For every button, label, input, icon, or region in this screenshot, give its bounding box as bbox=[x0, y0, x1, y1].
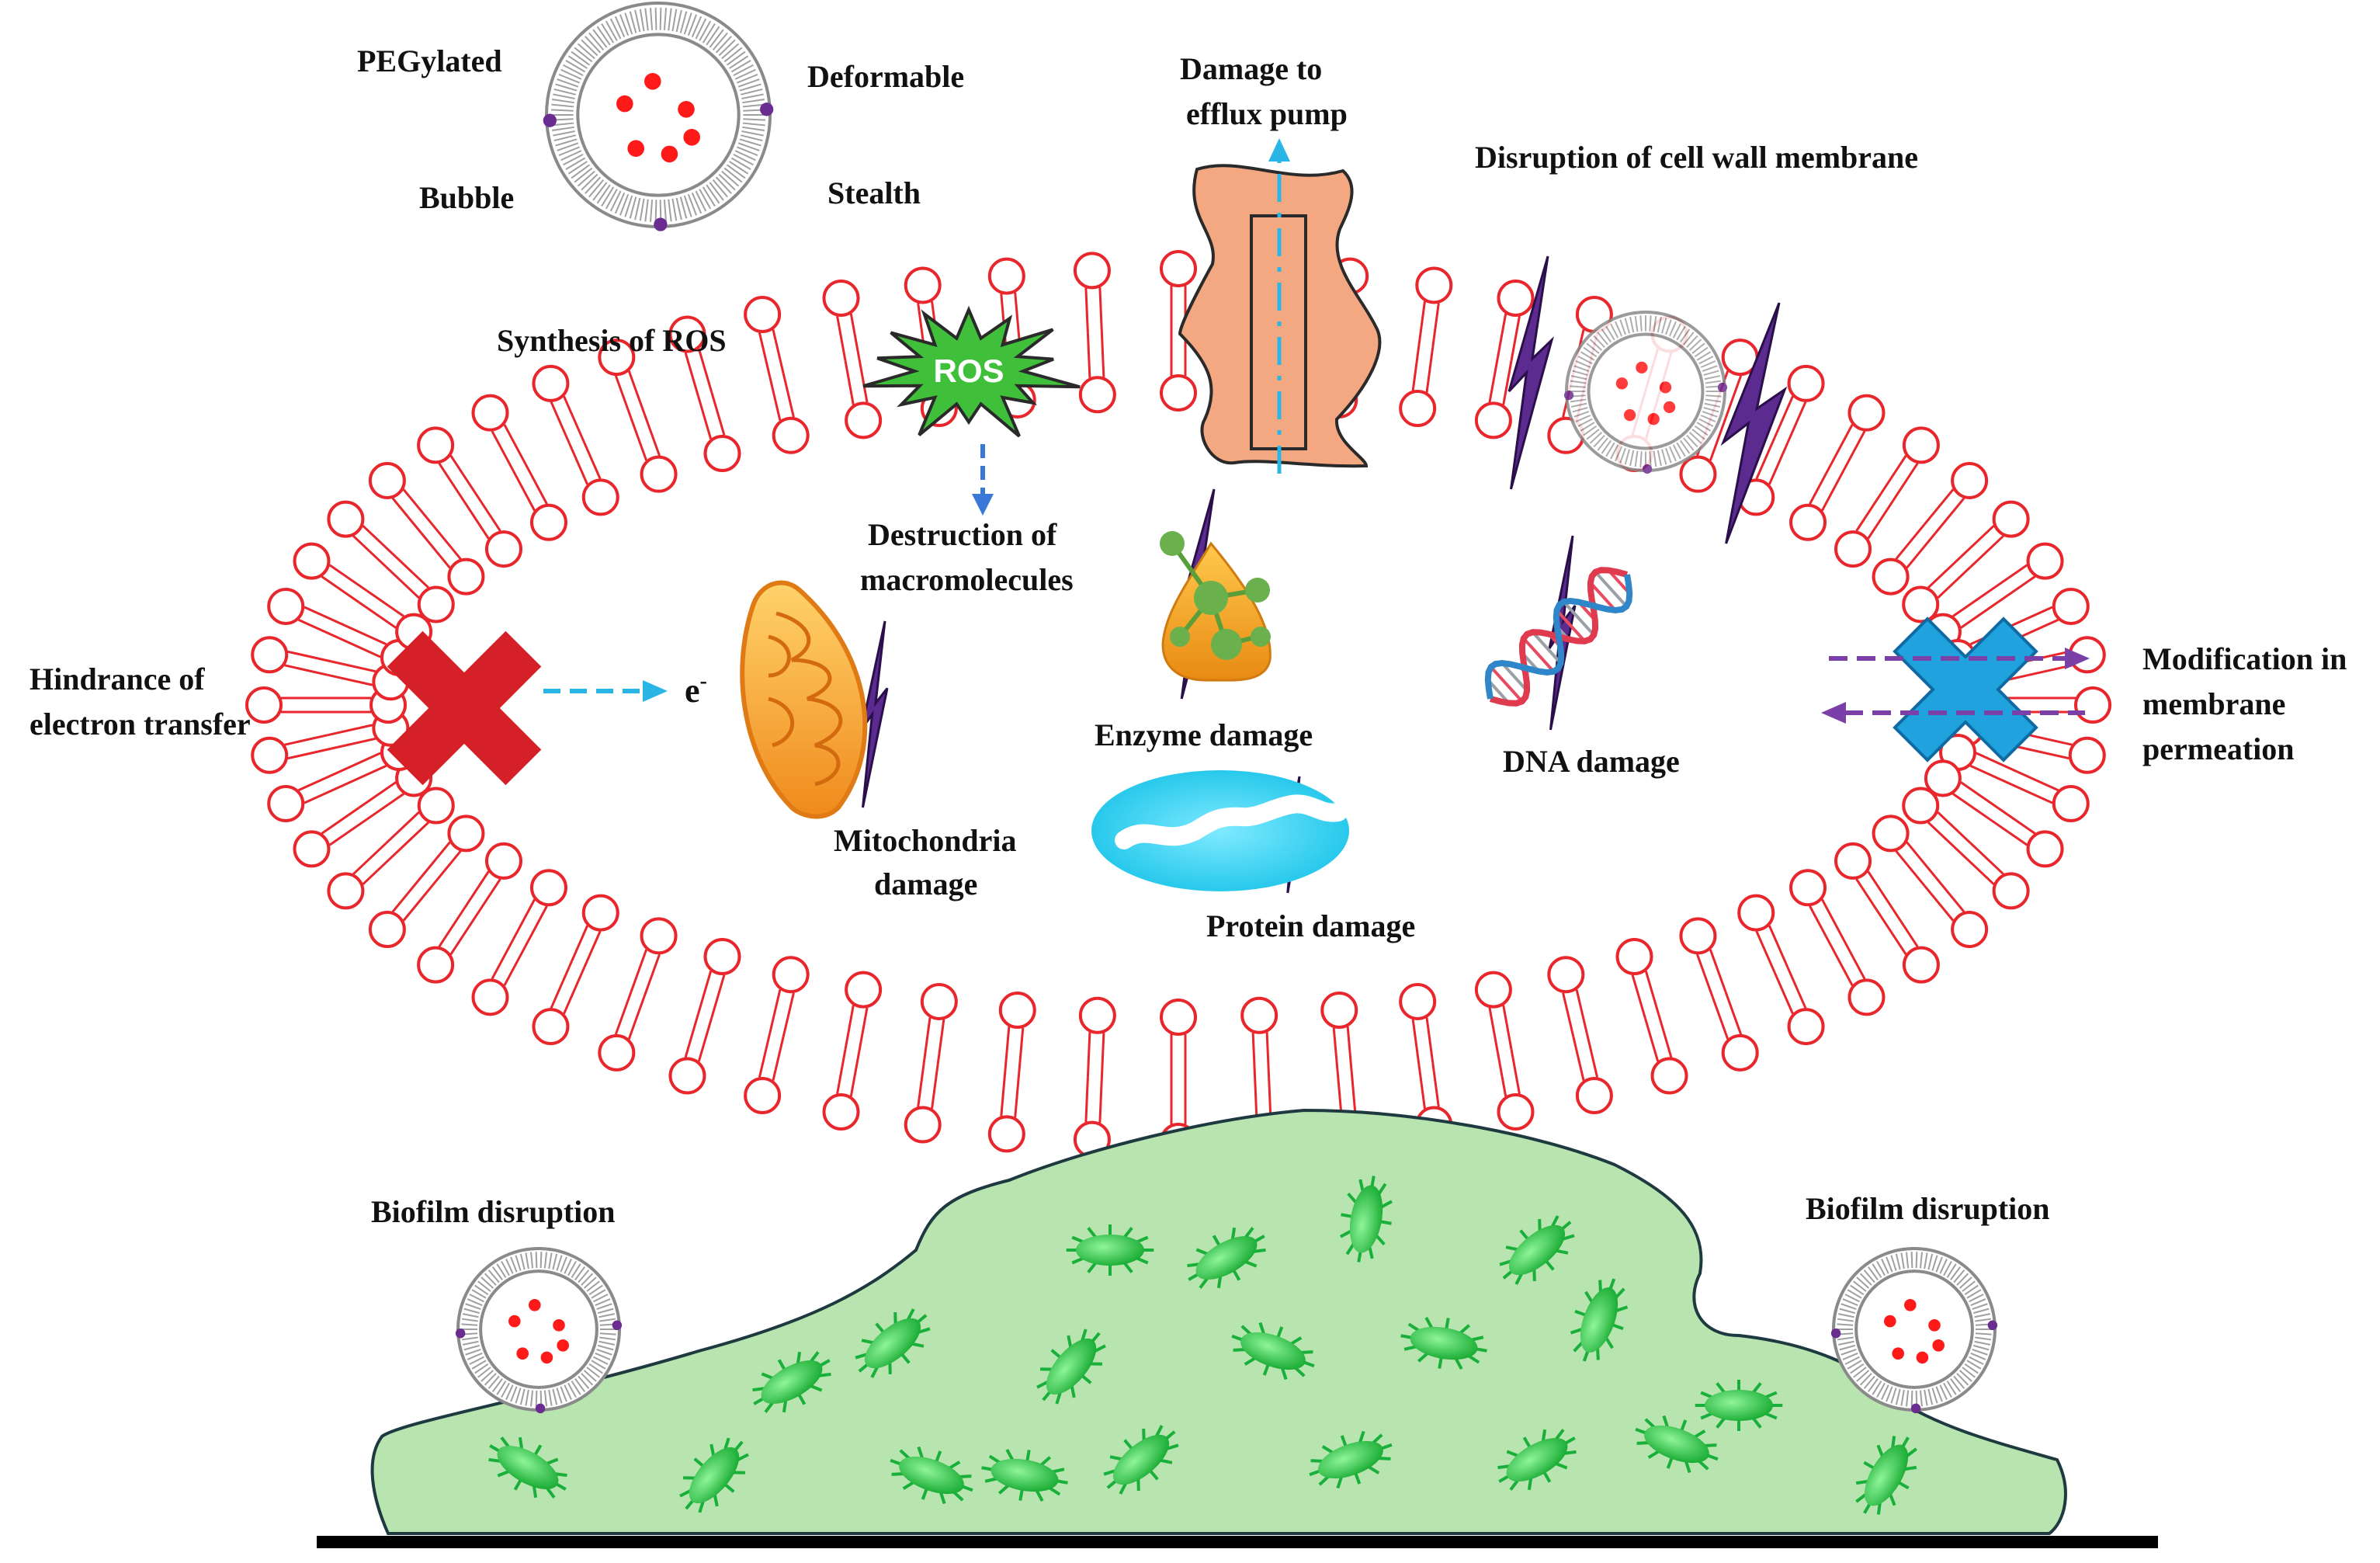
label-dna-damage: DNA damage bbox=[1503, 744, 1680, 779]
label-hindrance-2: electron transfer bbox=[29, 707, 251, 742]
bacterium-icon bbox=[1570, 1278, 1629, 1362]
label-mitochondria-2: damage bbox=[874, 867, 977, 901]
label-mitochondria-1: Mitochondria bbox=[834, 823, 1017, 858]
label-modification-1: Modification in bbox=[2142, 641, 2347, 676]
bacterium-icon bbox=[1309, 1430, 1393, 1489]
label-ros: ROS bbox=[933, 353, 1004, 389]
lightning-bolt-icon bbox=[1507, 255, 1554, 490]
liposome-membrane-fusion bbox=[1563, 311, 1728, 474]
bacterium-icon bbox=[1855, 1436, 1917, 1515]
bacteria-group bbox=[488, 1176, 1917, 1515]
label-damage-efflux-2: efflux pump bbox=[1186, 96, 1348, 131]
blue-cross-icon bbox=[1893, 617, 2038, 762]
mitochondria-icon bbox=[740, 580, 868, 819]
bacterium-icon bbox=[1036, 1329, 1106, 1405]
enzyme-icon bbox=[1160, 531, 1272, 682]
bacterium-icon bbox=[1340, 1176, 1393, 1263]
bacterium-icon bbox=[855, 1308, 931, 1378]
label-biofilm-left: Biofilm disruption bbox=[371, 1194, 616, 1229]
bacterium-icon bbox=[1400, 1317, 1487, 1370]
label-deformable: Deformable bbox=[807, 59, 964, 94]
label-stealth: Stealth bbox=[827, 175, 921, 210]
bacterium-icon bbox=[890, 1446, 973, 1505]
cell-membrane-bilayer bbox=[245, 250, 2111, 1160]
label-bubble: Bubble bbox=[419, 180, 514, 215]
bacterium-icon bbox=[1499, 1215, 1575, 1285]
label-disruption-cell-wall: Disruption of cell wall membrane bbox=[1475, 140, 1918, 175]
bacterium-icon bbox=[1635, 1415, 1719, 1474]
label-hindrance-1: Hindrance of bbox=[29, 662, 205, 696]
label-destruction-2: macromolecules bbox=[860, 562, 1074, 597]
label-damage-efflux-1: Damage to bbox=[1180, 51, 1322, 86]
label-modification-2: membrane bbox=[2142, 686, 2285, 721]
label-protein-damage: Protein damage bbox=[1206, 908, 1415, 943]
bacterium-icon bbox=[1066, 1224, 1154, 1276]
label-modification-3: permeation bbox=[2142, 731, 2295, 766]
label-electron: e- bbox=[685, 669, 707, 710]
bacterium-icon bbox=[1187, 1227, 1266, 1289]
label-pegylated: PEGylated bbox=[357, 43, 502, 78]
liposome-top bbox=[543, 2, 774, 231]
ros-burst-icon: ROS bbox=[862, 305, 1081, 516]
label-biofilm-right: Biofilm disruption bbox=[1806, 1191, 2050, 1226]
electron-arrow bbox=[543, 680, 668, 702]
liposome-biofilm-right bbox=[1830, 1247, 1998, 1414]
label-destruction-1: Destruction of bbox=[868, 517, 1057, 552]
bacterium-icon bbox=[1231, 1322, 1315, 1381]
bacterium-icon bbox=[981, 1449, 1068, 1502]
biofilm bbox=[317, 1108, 2158, 1548]
bacterium-icon bbox=[488, 1436, 567, 1499]
red-cross-icon bbox=[387, 630, 542, 786]
label-synthesis-ros: Synthesis of ROS bbox=[497, 323, 727, 358]
dna-helix-icon bbox=[1484, 567, 1633, 707]
bacterium-icon bbox=[1497, 1429, 1577, 1491]
bacterium-icon bbox=[752, 1351, 831, 1413]
protein-icon bbox=[1091, 770, 1349, 891]
lightning-bolt-icon bbox=[1720, 302, 1788, 544]
liposome-biofilm-left bbox=[455, 1247, 623, 1414]
permeation-arrows bbox=[1821, 648, 2090, 724]
label-enzyme-damage: Enzyme damage bbox=[1095, 717, 1313, 752]
efflux-pump bbox=[1178, 138, 1382, 474]
bacterium-icon bbox=[1695, 1380, 1783, 1431]
bacterium-icon bbox=[1103, 1425, 1179, 1495]
bacterium-icon bbox=[679, 1437, 749, 1513]
